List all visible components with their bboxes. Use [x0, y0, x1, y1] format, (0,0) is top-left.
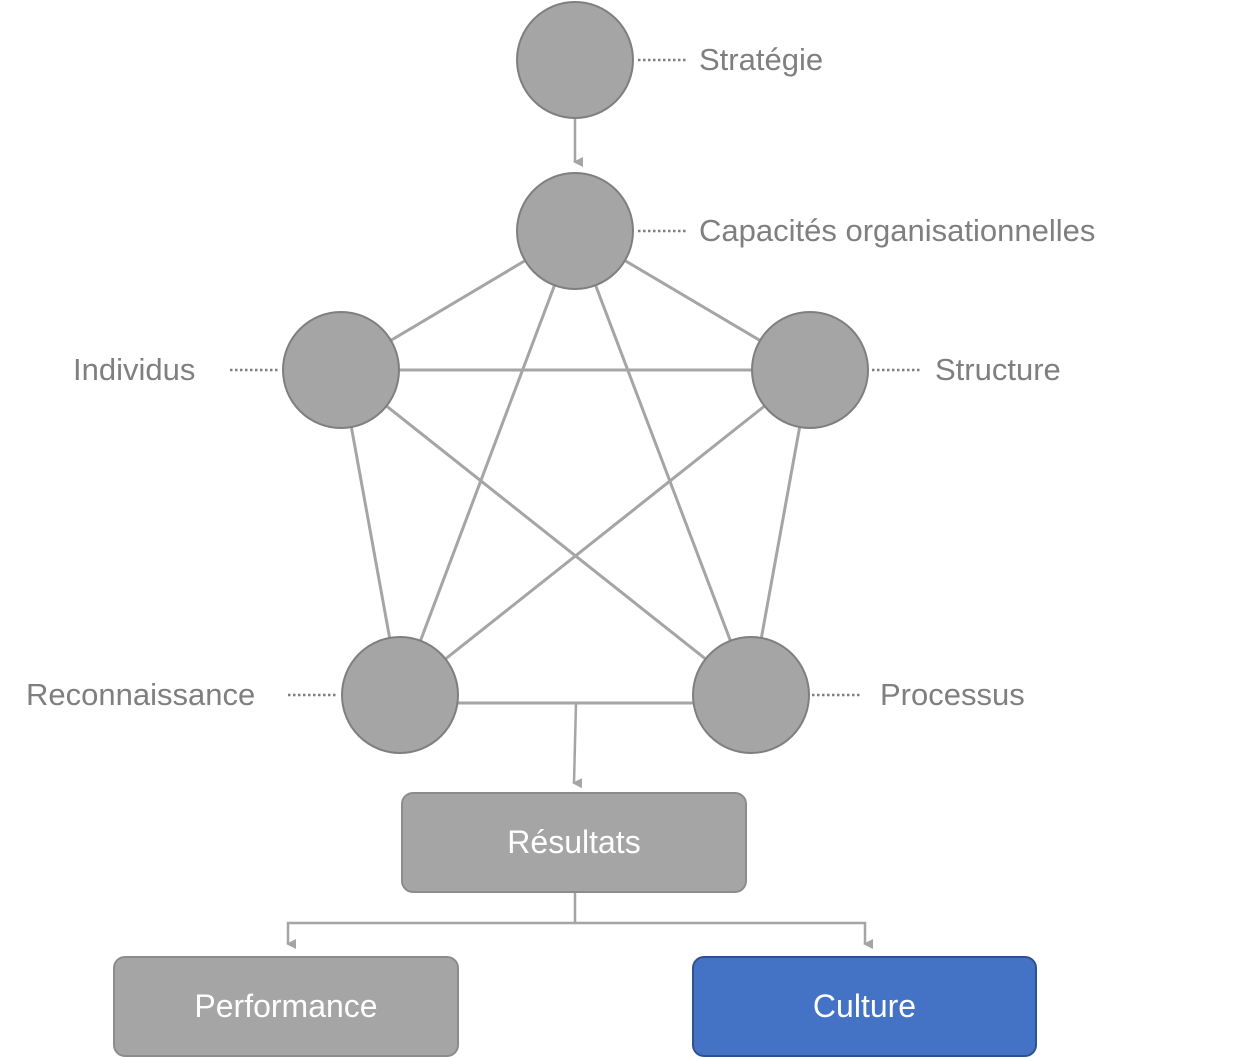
label-processus: Processus — [880, 677, 1025, 712]
edge-capacites-reconnaissance — [398, 230, 577, 696]
leader-lines — [230, 58, 922, 697]
label-strategie: Stratégie — [699, 42, 824, 77]
arrow-network-resultats — [572, 702, 583, 789]
culture-box[interactable]: Culture — [692, 956, 1037, 1057]
node-capacites[interactable] — [516, 172, 634, 290]
edge-structure-reconnaissance — [399, 368, 811, 697]
node-structure[interactable] — [751, 311, 869, 429]
culture-label: Culture — [812, 988, 917, 1024]
label-individus: Individus — [73, 352, 196, 387]
flow-arrows — [286, 119, 873, 949]
node-individus[interactable] — [282, 311, 400, 429]
node-processus[interactable] — [692, 636, 810, 754]
node-reconnaissance[interactable] — [341, 636, 459, 754]
connector-resultats-split — [286, 893, 577, 949]
label-reconnaissance: Reconnaissance — [26, 677, 256, 712]
label-structure: Structure — [935, 352, 1061, 387]
edge-capacites-processus — [573, 230, 753, 696]
connector-resultats-culture — [575, 921, 873, 949]
node-strategie[interactable] — [516, 1, 634, 119]
network-edges — [339, 229, 812, 705]
edge-individus-processus — [340, 368, 752, 697]
performance-label: Performance — [194, 988, 378, 1024]
label-capacites: Capacités organisationnelles — [699, 213, 1096, 248]
resultats-label: Résultats — [507, 824, 641, 860]
resultats-box[interactable]: Résultats — [401, 792, 747, 893]
network-nodes — [282, 1, 869, 754]
performance-box[interactable]: Performance — [113, 956, 459, 1057]
